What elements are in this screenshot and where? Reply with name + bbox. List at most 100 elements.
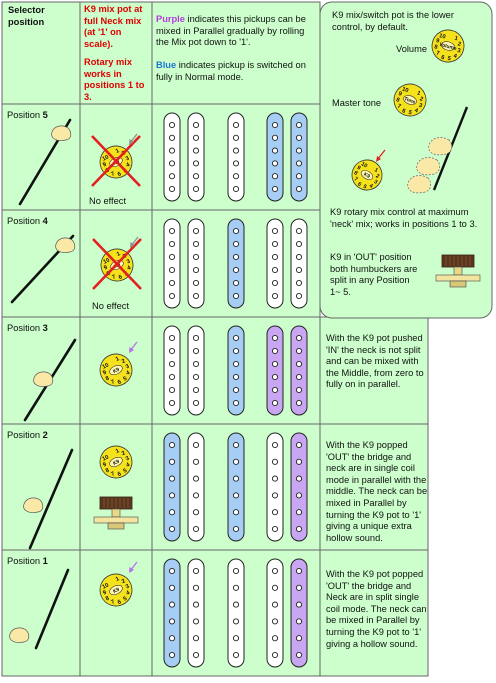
knob-digit: 3	[125, 364, 130, 371]
pole-piece	[232, 525, 240, 533]
pickup-coil-4-position-2	[266, 432, 284, 542]
pot-shaft	[111, 508, 121, 518]
knob-center-text: K9	[362, 171, 371, 180]
pole-piece	[168, 651, 176, 659]
pole-piece	[295, 399, 303, 407]
knob-digit: 9	[102, 590, 107, 597]
pole-piece	[295, 173, 303, 180]
pole-piece	[192, 651, 200, 659]
pole-piece	[192, 373, 200, 381]
pole-piece	[295, 373, 303, 381]
pole-piece	[192, 492, 200, 499]
pole-piece	[192, 399, 200, 407]
pickup-coil	[163, 218, 181, 309]
pole-piece	[271, 492, 279, 499]
legend-blue: Blue indicates pickup is switched on ful…	[156, 60, 316, 83]
knob-digit: 10	[102, 583, 110, 591]
pole-piece	[232, 121, 240, 129]
pickup-coil	[163, 558, 181, 668]
knob-digit: 3	[457, 48, 462, 55]
pole-piece	[232, 147, 240, 154]
pole-piece	[192, 185, 200, 193]
pickup-coil-1-position-2	[163, 432, 181, 542]
pole-piece	[271, 525, 279, 533]
pole-piece	[271, 185, 279, 193]
knob-digit: 1	[373, 167, 379, 174]
pickup-coil-4-position-5	[266, 112, 284, 202]
pickup-coil	[290, 558, 308, 668]
header-cell-selector	[1, 1, 81, 105]
pickup-coil	[227, 112, 245, 202]
row-desc-position-2: With the K9 popped 'OUT' the bridge and …	[326, 440, 428, 543]
selector-position-1	[9, 568, 70, 650]
knob-center-text: Volume	[438, 42, 457, 52]
pole-piece	[295, 651, 303, 659]
knob-digit: 7	[353, 176, 359, 183]
pickup-coil	[290, 112, 308, 202]
knob-arrow-head	[129, 139, 134, 145]
knob-digit: 3	[126, 259, 131, 266]
knob-digit: 8	[105, 467, 111, 474]
pole-piece	[168, 492, 176, 499]
pole-piece	[168, 147, 176, 154]
pole-piece	[295, 279, 303, 287]
pole-piece	[295, 386, 303, 394]
pole-piece	[192, 386, 200, 394]
no-effect-cross	[91, 135, 141, 187]
knob-digit: 9	[397, 91, 402, 98]
knob-arrow-head	[129, 347, 134, 353]
pickup-coil	[187, 218, 205, 309]
pole-piece	[232, 373, 240, 381]
pole-piece	[271, 458, 279, 465]
knob-digit: 6	[117, 599, 122, 606]
pole-piece	[168, 618, 176, 625]
row-cell-selector	[1, 423, 81, 551]
knob-center-label	[109, 364, 123, 376]
knob-digit: 6	[440, 55, 445, 62]
row-cell-selector	[1, 549, 81, 677]
knob-digit: 6	[356, 181, 362, 188]
knob-digit: 6	[117, 379, 122, 386]
pole-piece	[192, 227, 200, 235]
knob-digit: 8	[395, 97, 401, 104]
pole-piece	[271, 618, 279, 625]
pole-piece	[295, 334, 303, 342]
pickup-coil-5-position-4	[290, 218, 308, 309]
pole-piece	[232, 584, 240, 591]
pickup-coil	[266, 325, 284, 416]
pole-piece	[168, 266, 176, 274]
legend-purple-text: indicates this pickups can be mixed in P…	[156, 14, 306, 48]
pickup-coil	[290, 432, 308, 542]
pole-piece	[295, 584, 303, 591]
row-label-number: 3	[42, 323, 48, 333]
knob-center-label	[441, 41, 455, 51]
pole-piece	[295, 525, 303, 533]
pole-piece	[232, 635, 240, 642]
pole-piece	[192, 618, 200, 625]
knob-digit: 6	[117, 471, 122, 478]
knob-center-label	[109, 584, 123, 596]
pickup-coil-5-position-2	[290, 432, 308, 542]
knob-digit: 10	[102, 363, 110, 371]
pole-piece	[168, 334, 176, 342]
pole-piece	[192, 240, 200, 248]
no-effect-cross	[92, 238, 142, 290]
pole-piece	[271, 253, 279, 261]
knob-center-text: K9	[112, 587, 121, 595]
knob-digit: 7	[435, 50, 440, 57]
pole-piece	[168, 279, 176, 287]
row-cell-knob	[79, 209, 153, 318]
pole-piece	[295, 240, 303, 248]
pole-piece	[232, 492, 240, 499]
pole-piece	[192, 601, 200, 608]
pole-piece	[295, 160, 303, 167]
knob-digit: 4	[453, 53, 458, 60]
pole-piece	[192, 173, 200, 180]
pole-piece	[295, 567, 303, 575]
pole-piece	[295, 347, 303, 355]
side-selector-tip-ghost	[428, 137, 453, 156]
pickup-coil	[266, 558, 284, 668]
knob-digit: 10	[401, 86, 409, 94]
